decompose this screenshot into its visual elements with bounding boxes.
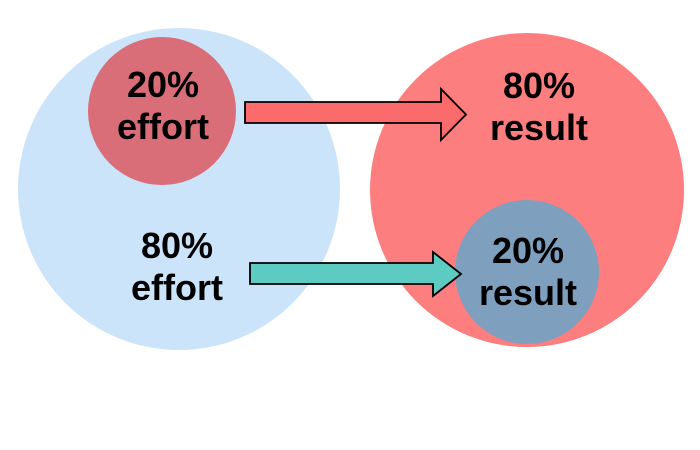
big-result-label: 80% result bbox=[490, 65, 588, 149]
teal-right-arrow-icon bbox=[249, 250, 463, 298]
big-effort-percent: 80% bbox=[140, 225, 214, 266]
big-result-word: result bbox=[489, 107, 589, 148]
small-result-circle bbox=[455, 200, 599, 344]
small-result-word: result bbox=[478, 272, 578, 313]
small-result-percent: 20% bbox=[491, 230, 565, 271]
small-effort-label: 20% effort bbox=[117, 64, 209, 148]
small-result-label: 20% result bbox=[479, 230, 577, 314]
small-effort-circle bbox=[88, 37, 236, 185]
small-effort-word: effort bbox=[117, 106, 209, 147]
big-effort-word: effort bbox=[131, 267, 223, 308]
red-right-arrow-icon bbox=[244, 86, 468, 143]
big-effort-label: 80% effort bbox=[131, 225, 223, 309]
big-result-percent: 80% bbox=[502, 65, 576, 106]
small-effort-percent: 20% bbox=[126, 64, 200, 105]
